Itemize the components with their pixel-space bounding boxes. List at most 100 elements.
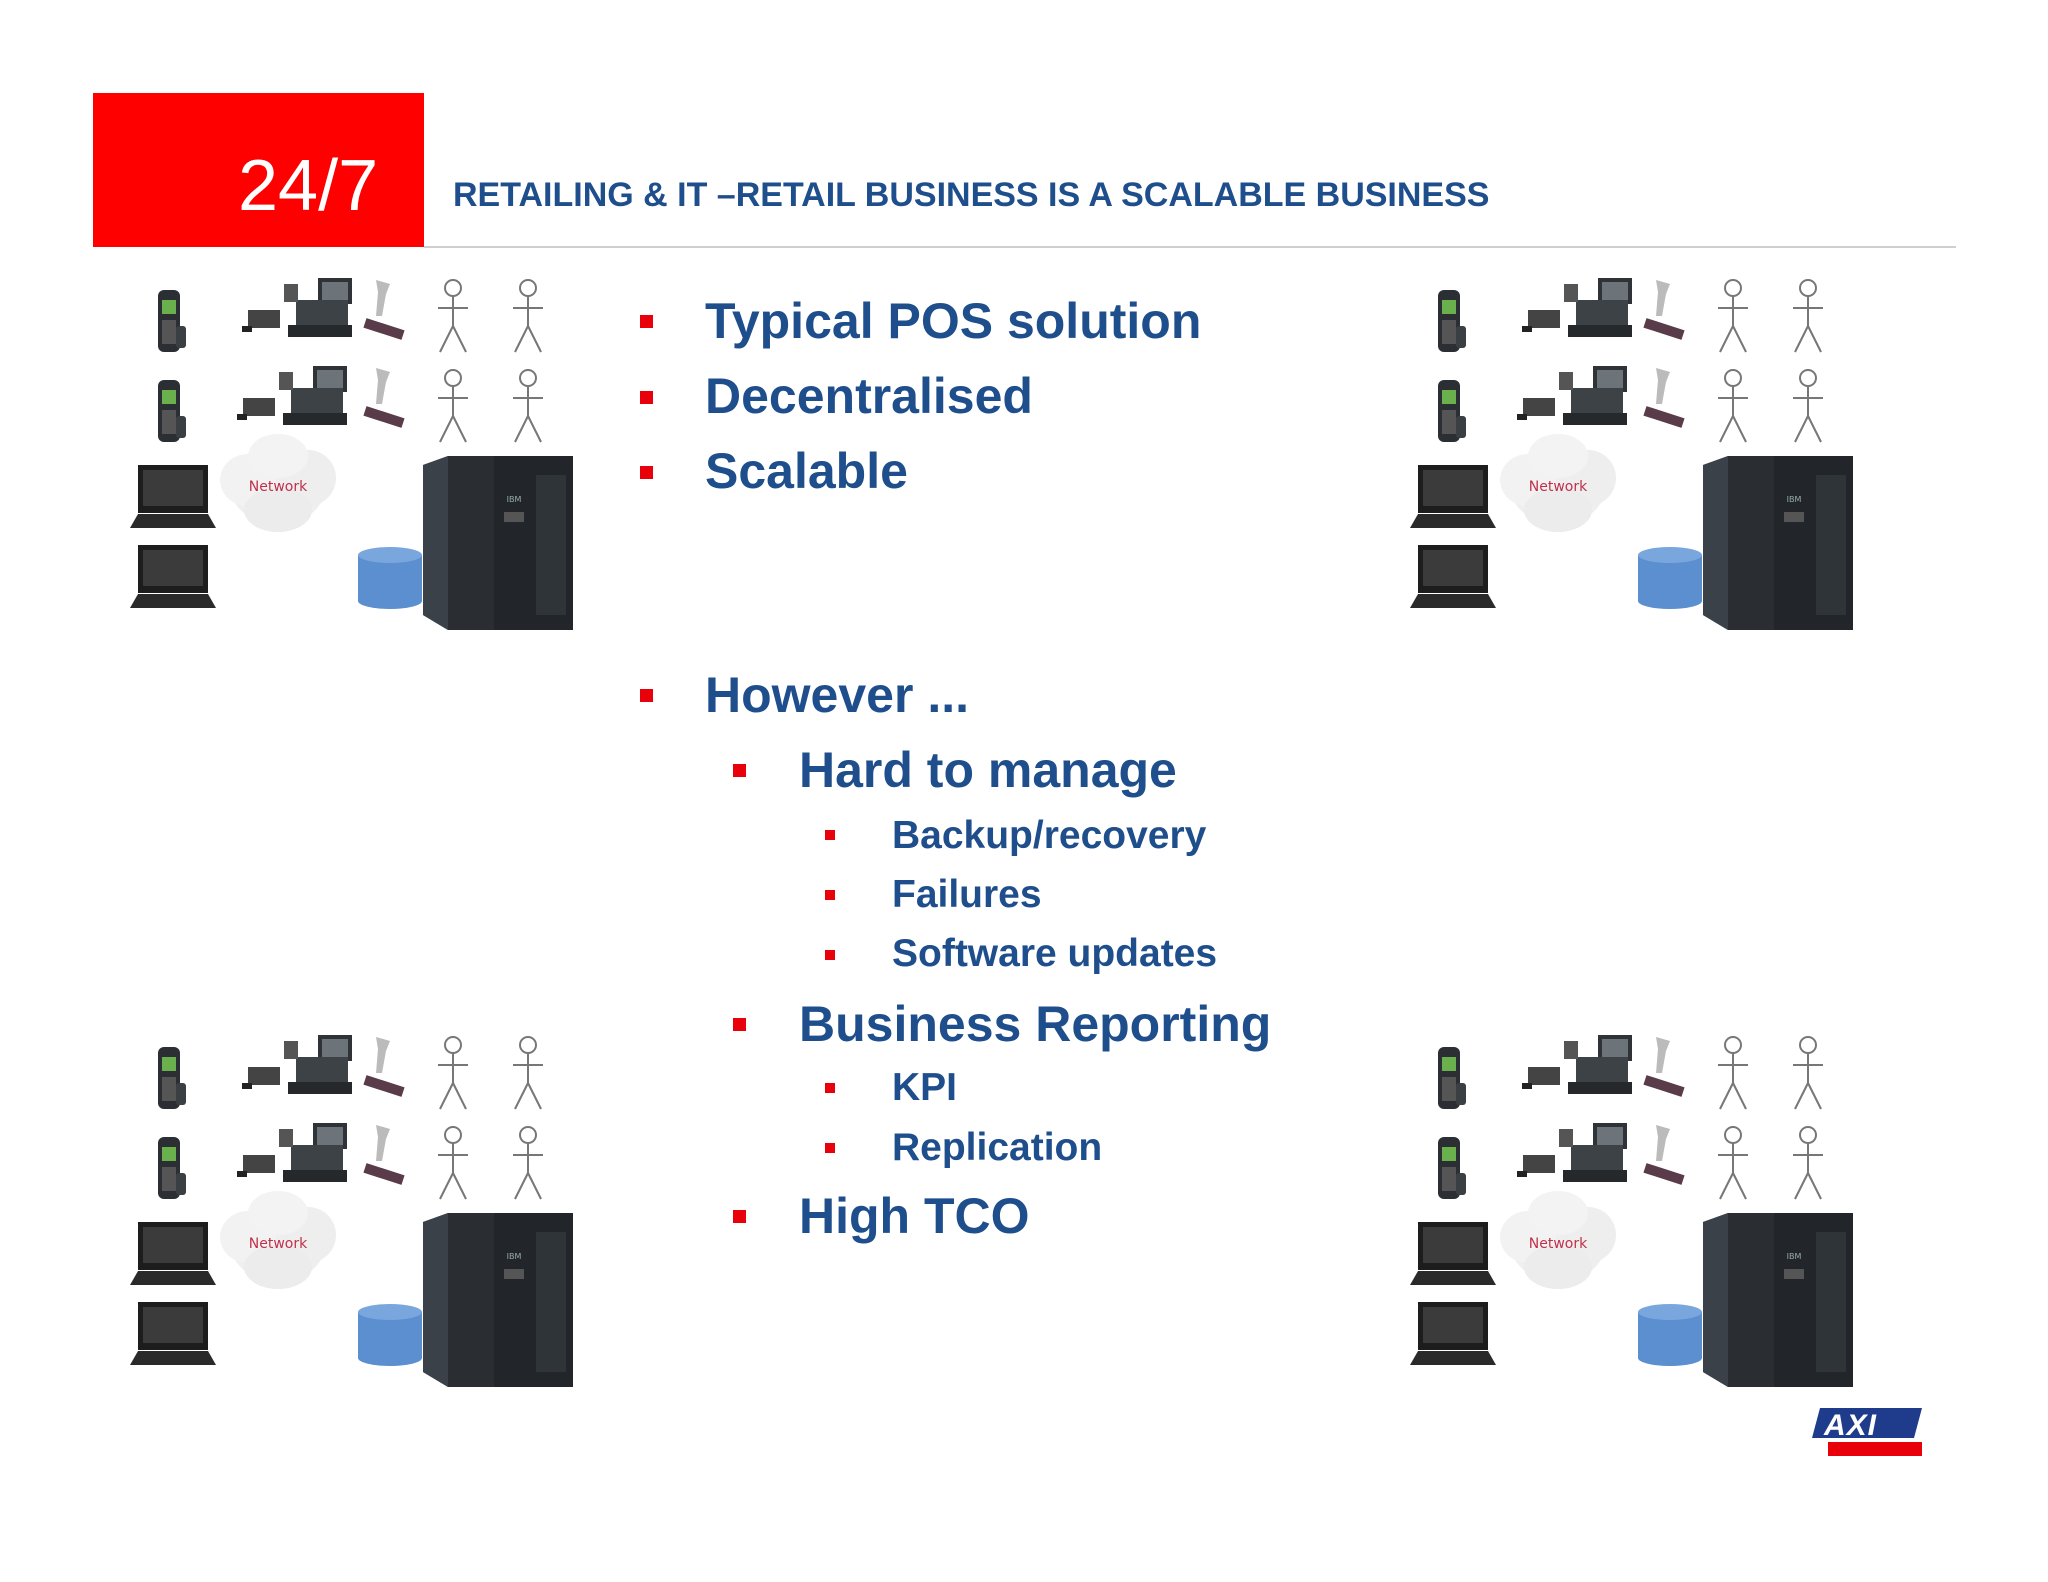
bullet-marker — [825, 1083, 835, 1093]
server-brand-label: IBM — [1787, 1252, 1802, 1261]
barcode-scanner-icon — [1643, 1037, 1685, 1097]
network-label: Network — [1529, 479, 1588, 495]
bullet-failures: Failures — [892, 873, 1042, 916]
slide-number: 24/7 — [238, 146, 379, 226]
printer-icon — [242, 1067, 280, 1089]
bullet-marker — [733, 1018, 746, 1031]
bullet-high-tco: High TCO — [799, 1188, 1030, 1244]
database-icon — [1638, 1304, 1702, 1366]
bullet-marker — [733, 764, 746, 777]
bullet-typical-pos: Typical POS solution — [705, 293, 1202, 349]
barcode-scanner-icon — [1643, 280, 1685, 340]
pos-cluster-bottom-right: Network IBM — [1398, 1027, 1878, 1387]
server-brand-label: IBM — [507, 1252, 522, 1261]
database-icon — [358, 1304, 422, 1366]
network-cloud-icon: Network — [1500, 1191, 1616, 1289]
bullet-business-reporting: Business Reporting — [799, 996, 1272, 1052]
pos-terminal-icon — [1564, 1035, 1632, 1094]
pos-cluster-bottom-left: Network IBM — [118, 1027, 598, 1387]
printer-icon — [242, 310, 280, 332]
server-brand-label: IBM — [507, 495, 522, 504]
bullet-software-updates: Software updates — [892, 932, 1218, 975]
user-icon — [513, 1126, 543, 1200]
database-icon — [1638, 547, 1702, 609]
user-icon — [1793, 1126, 1823, 1200]
server-tower-icon: IBM — [1703, 456, 1853, 630]
user-icon — [438, 1036, 468, 1110]
axi-logo: AXI — [1812, 1408, 1922, 1456]
user-icon — [513, 279, 543, 353]
user-icon — [1793, 369, 1823, 443]
laptop-icon — [130, 545, 216, 608]
bullet-marker — [640, 466, 653, 479]
pos-terminal-icon — [279, 1123, 347, 1182]
server-brand-label: IBM — [1787, 495, 1802, 504]
printer-icon — [1517, 398, 1555, 420]
bullet-replication: Replication — [892, 1126, 1103, 1169]
bullet-marker — [825, 950, 835, 960]
laptop-icon — [130, 465, 216, 528]
pos-cluster-top-left: Network IBM — [118, 270, 598, 630]
slide-title: RETAILING & IT –RETAIL BUSINESS IS A SCA… — [453, 176, 1490, 214]
bullet-marker — [825, 830, 835, 840]
printer-icon — [237, 398, 275, 420]
laptop-icon — [1410, 465, 1496, 528]
user-icon — [1718, 279, 1748, 353]
user-icon — [513, 1036, 543, 1110]
laptop-icon — [1410, 1222, 1496, 1285]
bullet-marker — [825, 890, 835, 900]
network-label: Network — [249, 479, 308, 495]
bullet-hard-to-manage: Hard to manage — [799, 742, 1177, 798]
bullet-marker — [640, 315, 653, 328]
bullet-marker — [640, 391, 653, 404]
server-tower-icon: IBM — [1703, 1213, 1853, 1387]
bullet-marker — [733, 1210, 746, 1223]
network-label: Network — [249, 1236, 308, 1252]
user-icon — [1718, 369, 1748, 443]
pos-terminal-icon — [1559, 1123, 1627, 1182]
bullet-marker — [825, 1143, 835, 1153]
bullet-kpi: KPI — [892, 1066, 958, 1109]
svg-text:AXI: AXI — [1823, 1409, 1877, 1442]
user-icon — [438, 279, 468, 353]
handheld-scanner-icon — [1438, 1137, 1466, 1199]
user-icon — [1718, 1036, 1748, 1110]
barcode-scanner-icon — [1643, 368, 1685, 428]
bullet-scalable: Scalable — [705, 443, 908, 499]
laptop-icon — [1410, 545, 1496, 608]
barcode-scanner-icon — [363, 368, 405, 428]
network-cloud-icon: Network — [220, 434, 336, 532]
network-cloud-icon: Network — [220, 1191, 336, 1289]
user-icon — [1718, 1126, 1748, 1200]
handheld-scanner-icon — [158, 290, 186, 352]
barcode-scanner-icon — [363, 280, 405, 340]
handheld-scanner-icon — [158, 1137, 186, 1199]
user-icon — [513, 369, 543, 443]
handheld-scanner-icon — [1438, 290, 1466, 352]
pos-terminal-icon — [284, 278, 352, 337]
network-cloud-icon: Network — [1500, 434, 1616, 532]
handheld-scanner-icon — [1438, 1047, 1466, 1109]
printer-icon — [1517, 1155, 1555, 1177]
barcode-scanner-icon — [363, 1125, 405, 1185]
bullet-decentralised: Decentralised — [705, 368, 1033, 424]
user-icon — [1793, 1036, 1823, 1110]
pos-terminal-icon — [284, 1035, 352, 1094]
bullet-however: However ... — [705, 667, 969, 723]
user-icon — [438, 1126, 468, 1200]
pos-terminal-icon — [1559, 366, 1627, 425]
handheld-scanner-icon — [158, 1047, 186, 1109]
barcode-scanner-icon — [363, 1037, 405, 1097]
network-label: Network — [1529, 1236, 1588, 1252]
handheld-scanner-icon — [158, 380, 186, 442]
printer-icon — [1522, 1067, 1560, 1089]
database-icon — [358, 547, 422, 609]
header-number-box — [93, 93, 424, 247]
laptop-icon — [130, 1302, 216, 1365]
handheld-scanner-icon — [1438, 380, 1466, 442]
pos-terminal-icon — [279, 366, 347, 425]
user-icon — [438, 369, 468, 443]
printer-icon — [237, 1155, 275, 1177]
server-tower-icon: IBM — [423, 456, 573, 630]
laptop-icon — [130, 1222, 216, 1285]
